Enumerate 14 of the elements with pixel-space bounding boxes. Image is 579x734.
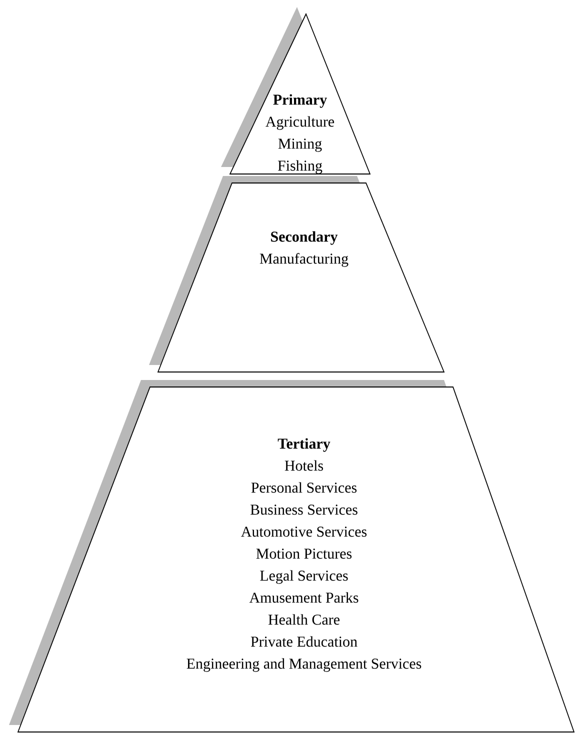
node-label: Business Services xyxy=(250,504,358,515)
node-label: Motion Pictures xyxy=(256,548,352,559)
node-label: Personal Services xyxy=(251,482,357,493)
node-label: Automotive Services xyxy=(241,526,367,537)
node-label: Legal Services xyxy=(260,570,348,584)
node-label: Amusement Parks xyxy=(249,592,358,603)
pyramid-layer: Primary Agriculture Mining Fishing xyxy=(221,7,371,174)
node-label: Tertiary xyxy=(278,438,330,452)
node-label: Health Care xyxy=(268,614,340,625)
node-label: Hotels xyxy=(284,460,324,471)
node-label: Private Education xyxy=(250,636,358,647)
pyramid-layer: Secondary Manufacturing xyxy=(149,176,445,372)
node-label: Engineering and Management Services xyxy=(186,658,422,672)
pyramid-layer: Tertiary Hotels Personal Services Business Services Automotive Services Motion Pictures Legal Services Amusement Parks Health Care Private Education Engineering and Management Services xyxy=(9,380,575,732)
